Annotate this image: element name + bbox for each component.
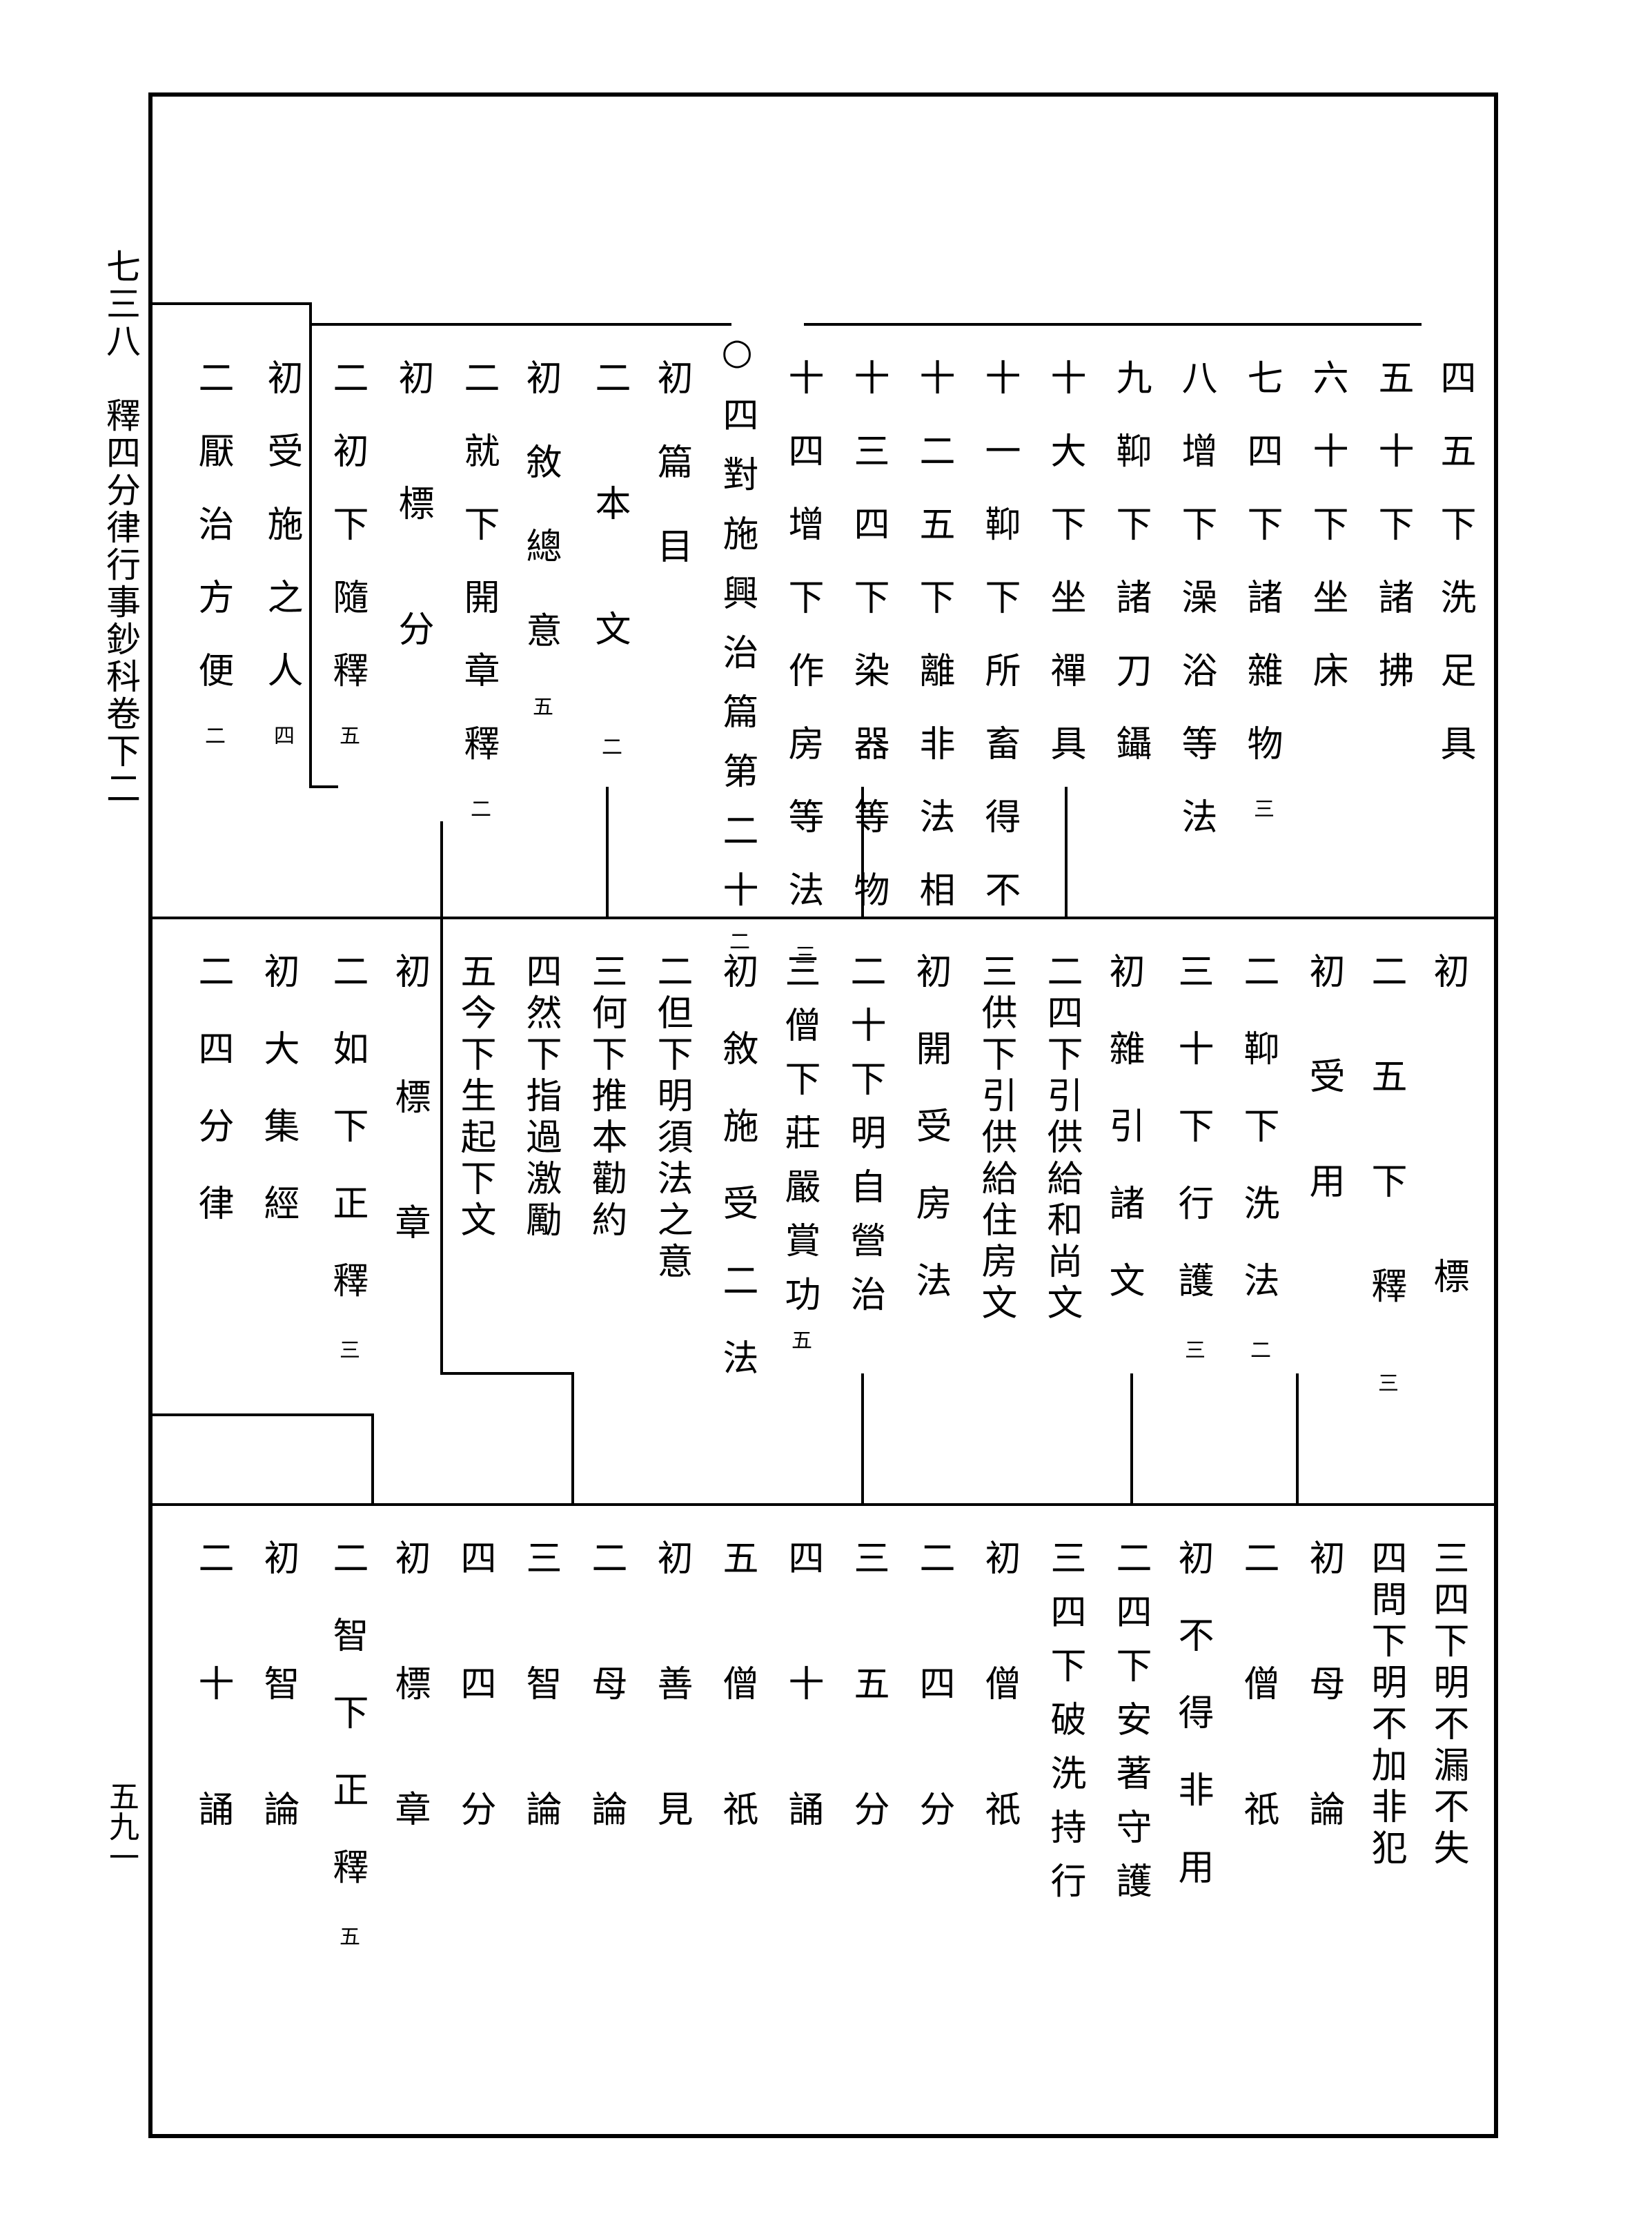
tier2-entry: 五今下生起下文 — [454, 952, 495, 1242]
tier3-entry: 二十誦 — [192, 1539, 233, 1916]
tier2-entry: 初大集經 — [257, 952, 299, 1262]
page-number: 五九一 — [104, 1781, 139, 1872]
tier1-entry: 六十下坐床 — [1306, 359, 1348, 725]
tier2-entry: 二五下釋三 — [1365, 952, 1406, 1393]
tier1-entry: 十三四下染器等物 — [847, 359, 889, 944]
tier1-entry: 初篇目 — [651, 359, 692, 611]
tier2-entry: 初敘施受二法 — [716, 952, 758, 1416]
tier1-entry: 五十下諸拂 — [1372, 359, 1413, 725]
tier3-entry: 二智下正釋五 — [326, 1539, 368, 1946]
tier3-entry: 三五分 — [847, 1539, 889, 1916]
tier1-entry: 十大下坐禪具 — [1044, 359, 1085, 798]
tier3-entry: 初僧祇 — [979, 1539, 1020, 1916]
tier3-entry: 二母論 — [585, 1539, 627, 1916]
tier1-entry: 八增下澡浴等法 — [1175, 359, 1217, 871]
tier3-entry: 四四分 — [454, 1539, 495, 1916]
margin-title: 七三八 釋四分律行事鈔科卷下二 — [101, 248, 141, 807]
tier3-entry: 二四下安著守護 — [1110, 1539, 1151, 1916]
tier3-entry: 初善見 — [651, 1539, 692, 1916]
tier3-entry: 三四下破洗持行 — [1044, 1539, 1085, 1916]
tier3-entry: 初智論 — [257, 1539, 299, 1916]
tier2-entry: 三供下引供給住房文 — [975, 952, 1016, 1325]
tier1-entry: 九䩕下諸刀鑷 — [1110, 359, 1151, 798]
bracket-connector-4 — [440, 821, 574, 1505]
tier2-entry: 初受用 — [1303, 952, 1344, 1267]
tier1-entry: 二就下開章釋二 — [458, 359, 499, 819]
tier3-entry: 四問下明不加非犯 — [1365, 1539, 1406, 1870]
tier1-entry: ○四對施興治篇第二十二 — [716, 331, 758, 951]
tier1-entry: 初標分 — [392, 359, 433, 736]
tier3-entry: 初不得非用 — [1172, 1539, 1213, 1926]
tier2-entry: 三何下推本勸約 — [585, 952, 627, 1242]
tier1-entry: 初敘總意五 — [520, 359, 561, 716]
tier3-entry: 五僧祇 — [716, 1539, 758, 1916]
tier1-entry: 二本文二 — [589, 359, 630, 756]
tier3-entry: 二四分 — [913, 1539, 954, 1916]
tier1-entry: 二初下隨釋五 — [326, 359, 368, 745]
tier1-entry: 十四增下作房等法三 — [782, 359, 823, 965]
tier3-entry: 二僧祇 — [1237, 1539, 1279, 1916]
tier2-entry: 初標章 — [389, 952, 430, 1329]
tier2-entry: 三僧下莊嚴賞功五 — [778, 952, 820, 1350]
tier2-entry: 二但下明須法之意 — [651, 952, 692, 1284]
tier3-entry: 三智論 — [520, 1539, 561, 1916]
tier1-entry: 二厭治方便二 — [192, 359, 233, 745]
tier2-entry: 四然下指過激勵 — [520, 952, 561, 1242]
tier2-entry: 三十下行護三 — [1172, 952, 1213, 1360]
tier2-entry: 二十下明自營治 — [844, 952, 885, 1329]
tier2-entry: 初雜引諸文 — [1103, 952, 1144, 1339]
tier1-entry: 十二五下離非法相 — [913, 359, 954, 944]
tier1-entry: 七四下諸雜物三 — [1241, 359, 1282, 819]
tier2-entry: 二如下正釋三 — [326, 952, 368, 1360]
tier1-entry: 初受施之人四 — [261, 359, 302, 745]
bracket-tier2-left — [148, 1413, 374, 1505]
tier1-entry: 四五下洗足具 — [1434, 359, 1475, 798]
tier3-entry: 初標章 — [389, 1539, 430, 1916]
tier3-entry: 三四下明不漏不失 — [1427, 1539, 1468, 1870]
tier2-entry: 二䩕下洗法二 — [1237, 952, 1279, 1360]
tier2-entry: 初標 — [1427, 952, 1468, 1563]
tier2-entry: 二四下引供給和尚文 — [1041, 952, 1082, 1325]
tier3-entry: 四十誦 — [782, 1539, 823, 1916]
tier3-entry: 初母論 — [1303, 1539, 1344, 1916]
tier2-entry: 初開受房法 — [909, 952, 951, 1339]
tier1-entry: 十一䩕下所畜得不 — [979, 359, 1020, 944]
bracket-tier1-left — [148, 302, 338, 788]
tier2-entry: 二四分律 — [192, 952, 233, 1262]
page-frame — [148, 92, 1498, 2138]
